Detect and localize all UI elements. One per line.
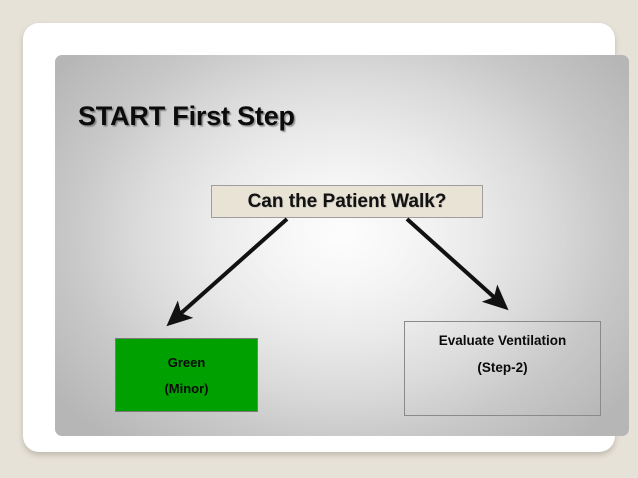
slide-canvas: START First Step Can the Patient Walk? G — [55, 55, 629, 436]
slide-card: START First Step Can the Patient Walk? G — [23, 23, 629, 452]
question-node[interactable]: Can the Patient Walk? — [211, 185, 483, 218]
evaluate-ventilation-node-line-1: Evaluate Ventilation — [438, 333, 567, 348]
page-title: START First Step — [78, 101, 295, 131]
evaluate-ventilation-node-line-2: (Step-2) — [477, 360, 528, 375]
evaluate-ventilation-node[interactable]: Evaluate Ventilation (Step-2) — [404, 321, 601, 416]
green-minor-node[interactable]: Green (Minor) — [115, 338, 258, 412]
down-right-arrow — [405, 217, 509, 311]
green-minor-node-line-1: Green — [167, 354, 206, 370]
down-left-arrow — [166, 217, 289, 327]
green-minor-node-line-2: (Minor) — [164, 380, 209, 396]
question-node-label: Can the Patient Walk? — [247, 190, 447, 212]
